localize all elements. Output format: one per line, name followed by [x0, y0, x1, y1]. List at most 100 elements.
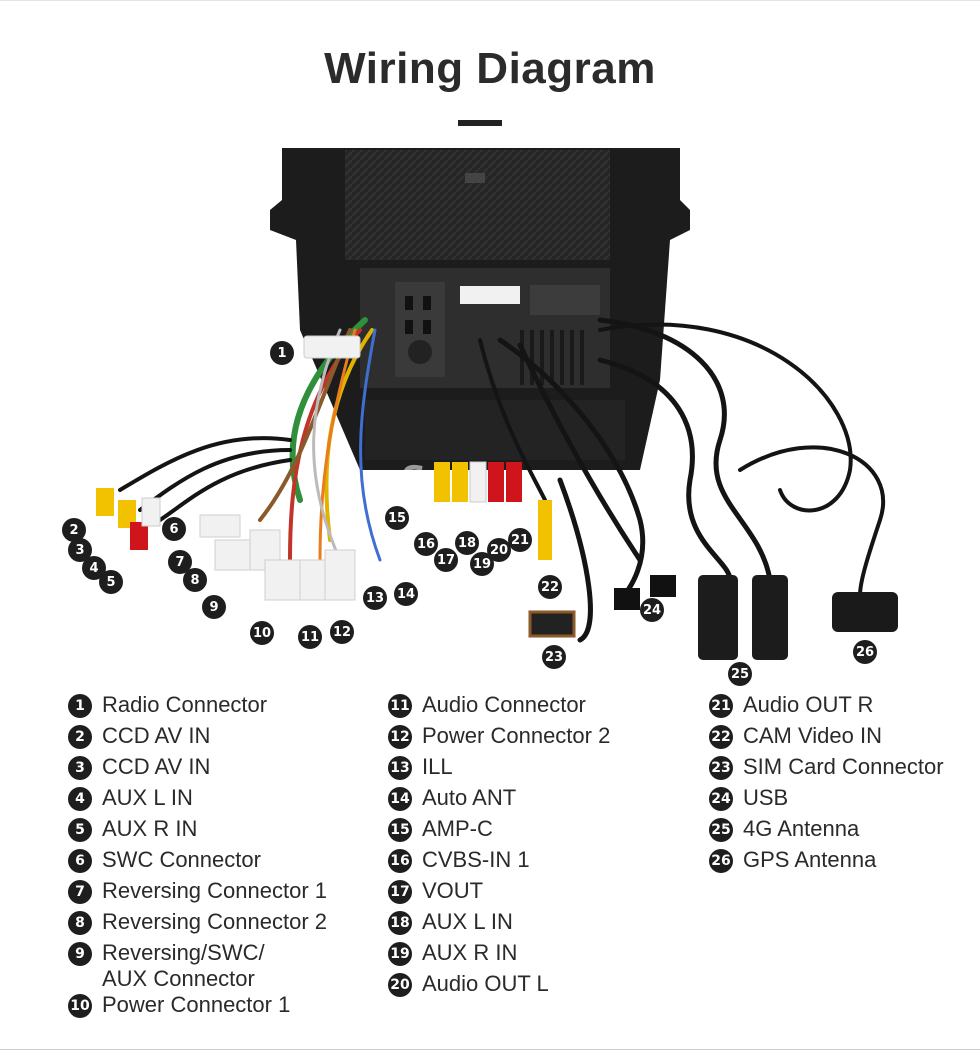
bottom-divider [0, 1049, 980, 1050]
legend-number: 12 [388, 725, 412, 749]
legend-item: 22 CAM Video IN [709, 723, 944, 754]
legend-label: VOUT [422, 878, 484, 903]
legend-item: 3 CCD AV IN [68, 754, 327, 785]
harness-plugs [199, 514, 356, 601]
legend-number: 2 [68, 725, 92, 749]
radio-connector-plug [303, 335, 361, 359]
legend-number: 15 [388, 818, 412, 842]
legend-number: 7 [68, 880, 92, 904]
legend-number: 20 [388, 973, 412, 997]
legend-item: 21 Audio OUT R [709, 692, 944, 723]
legend-number: 11 [388, 694, 412, 718]
legend-label: Auto ANT [422, 785, 517, 810]
legend-label: AMP-C [422, 816, 493, 841]
legend-item: 18 AUX L IN [388, 909, 610, 940]
callout-12: 12 [330, 620, 354, 644]
legend-label: USB [743, 785, 789, 810]
legend-item: 8 Reversing Connector 2 [68, 909, 327, 940]
legend-label: Power Connector 2 [422, 723, 611, 748]
legend-label: CVBS-IN 1 [422, 847, 530, 872]
legend-label: Audio OUT L [422, 971, 549, 996]
legend-label: AUX L IN [422, 909, 513, 934]
legend-label: AUX R IN [422, 940, 518, 965]
legend-number: 4 [68, 787, 92, 811]
legend-label: Reversing/SWC/ AUX Connector [102, 940, 265, 991]
legend-label: CAM Video IN [743, 723, 882, 748]
legend-number: 24 [709, 787, 733, 811]
legend-number: 26 [709, 849, 733, 873]
legend-number: 8 [68, 911, 92, 935]
legend-label: Audio OUT R [743, 692, 874, 717]
product-photo: Seicane [96, 120, 898, 660]
callout-17: 17 [434, 548, 458, 572]
legend-item: 12 Power Connector 2 [388, 723, 610, 754]
legend-number: 19 [388, 942, 412, 966]
legend-number: 22 [709, 725, 733, 749]
usb-connectors [614, 575, 676, 610]
legend-label: Power Connector 1 [102, 992, 291, 1017]
legend-number: 9 [68, 942, 92, 966]
legend-item: 10 Power Connector 1 [68, 992, 327, 1023]
callout-10: 10 [250, 621, 274, 645]
legend-number: 18 [388, 911, 412, 935]
callout-1: 1 [270, 341, 294, 365]
cable-bundle [118, 317, 886, 643]
legend-number: 10 [68, 994, 92, 1018]
callout-5: 5 [99, 570, 123, 594]
callout-26: 26 [853, 640, 877, 664]
callout-21: 21 [508, 528, 532, 552]
callout-25: 25 [728, 662, 752, 686]
legend-item: 9 Reversing/SWC/ AUX Connector [68, 940, 327, 992]
callout-13: 13 [363, 586, 387, 610]
callout-24: 24 [640, 598, 664, 622]
legend-item: 15 AMP-C [388, 816, 610, 847]
legend-number: 3 [68, 756, 92, 780]
legend-item: 17 VOUT [388, 878, 610, 909]
page-title: Wiring Diagram [324, 44, 656, 93]
callout-16: 16 [414, 532, 438, 556]
center-rca-plugs [434, 461, 552, 560]
callout-22: 22 [538, 575, 562, 599]
legend-label: AUX R IN [102, 816, 198, 841]
callout-6: 6 [162, 517, 186, 541]
callout-11: 11 [298, 625, 322, 649]
callout-8: 8 [183, 568, 207, 592]
sim-card-connector [528, 610, 576, 638]
legend-item: 7 Reversing Connector 1 [68, 878, 327, 909]
callout-23: 23 [542, 645, 566, 669]
legend-item: 24 USB [709, 785, 944, 816]
legend-item: 25 4G Antenna [709, 816, 944, 847]
legend-label: 4G Antenna [743, 816, 860, 841]
legend-item: 20 Audio OUT L [388, 971, 610, 1002]
legend-number: 14 [388, 787, 412, 811]
callout-15: 15 [385, 506, 409, 530]
callout-2: 2 [62, 518, 86, 542]
legend-number: 13 [388, 756, 412, 780]
4g-antenna-right [752, 575, 788, 660]
legend-number: 23 [709, 756, 733, 780]
legend-number: 25 [709, 818, 733, 842]
legend-label: Reversing Connector 1 [102, 878, 328, 903]
legend-label: CCD AV IN [102, 754, 211, 779]
legend-item: 19 AUX R IN [388, 940, 610, 971]
legend-item: 14 Auto ANT [388, 785, 610, 816]
legend-number: 21 [709, 694, 733, 718]
legend-label: Reversing Connector 2 [102, 909, 328, 934]
legend-label: Radio Connector [102, 692, 268, 717]
legend-number: 17 [388, 880, 412, 904]
callout-9: 9 [202, 595, 226, 619]
4g-antenna-left [698, 575, 738, 660]
callout-18: 18 [455, 531, 479, 555]
legend-number: 6 [68, 849, 92, 873]
